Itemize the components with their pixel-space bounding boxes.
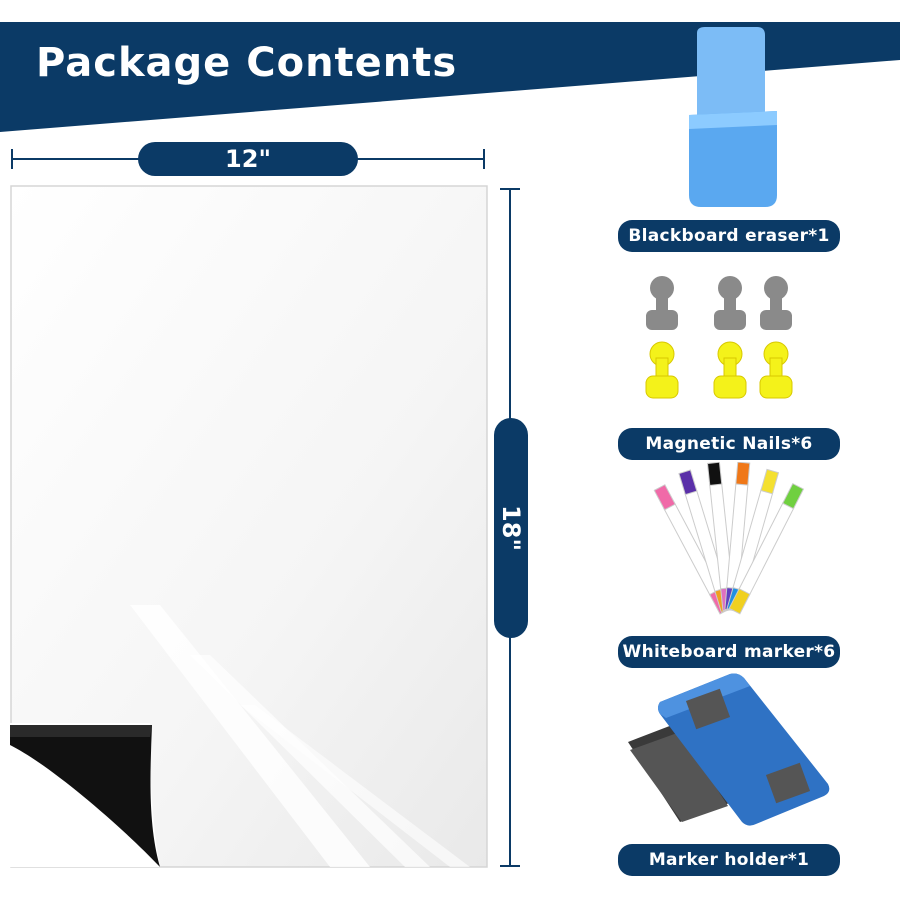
item-label-magnetic-nails: Magnetic Nails*6	[618, 428, 840, 460]
width-label: 12"	[138, 142, 358, 176]
height-label-pill: 18"	[494, 418, 528, 638]
eraser-block-icon	[628, 673, 830, 826]
item-label-whiteboard-marker: Whiteboard marker*6	[618, 636, 840, 668]
header-banner	[0, 22, 900, 132]
item-label-marker-holder: Marker holder*1	[618, 844, 840, 876]
markers-icon	[653, 462, 805, 615]
height-label: 18"	[497, 505, 525, 551]
whiteboard-sheet	[10, 185, 488, 868]
push-pin-magnets-icon	[645, 276, 793, 399]
item-label-blackboard-eraser: Blackboard eraser*1	[618, 220, 840, 252]
page-title: Package Contents	[36, 40, 458, 86]
pen-cup-holder-icon	[689, 27, 777, 207]
